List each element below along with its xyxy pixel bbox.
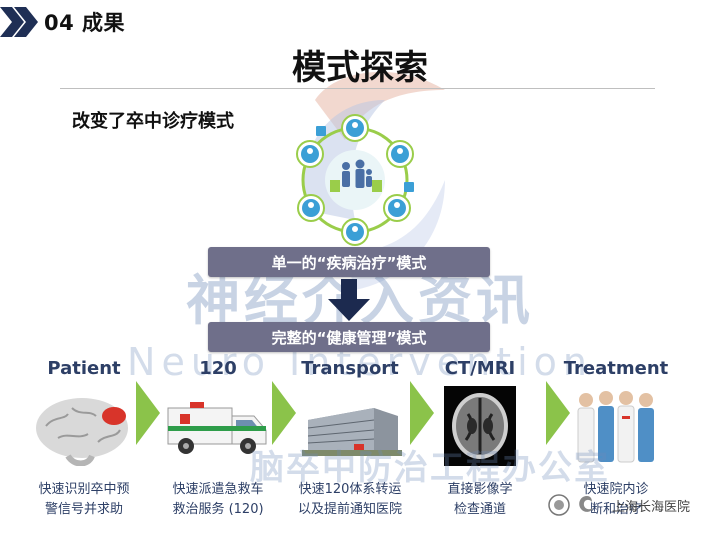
step-title: Treatment xyxy=(563,358,669,379)
old-model-box: 单一的“疾病治疗”模式 xyxy=(208,247,490,277)
step-transport: Transport 快速120体系转运 以及提前通知医院 xyxy=(282,356,418,520)
step-desc-line: 快速派遣急救车 xyxy=(172,482,264,497)
brain-scan-image xyxy=(444,386,516,466)
page-title: 模式探索 xyxy=(292,48,428,88)
step-desc-line: 以及提前通知医院 xyxy=(297,502,402,517)
right-arrow-icon xyxy=(410,381,434,445)
step-description: 直接影像学 检查通道 xyxy=(412,480,548,520)
step-120: 120 快速派遣急救车 救治服务 (120) xyxy=(150,356,286,520)
care-pathway-steps: Patient 快速识别卒中预 警信号并求助 120 快速派遣急救车 救治服务 … xyxy=(0,356,720,517)
step-title: Patient xyxy=(47,358,121,379)
hospital-emblem-icon xyxy=(548,494,570,516)
right-arrow-icon xyxy=(546,381,570,445)
step-patient: Patient 快速识别卒中预 警信号并求助 xyxy=(16,356,152,520)
subheading: 改变了卒中诊疗模式 xyxy=(72,111,234,132)
step-desc-line: 救治服务 (120) xyxy=(172,502,264,517)
swirl-logo-icon xyxy=(579,496,593,512)
double-chevron-icon xyxy=(0,7,38,37)
step-desc-line: 快速识别卒中预 xyxy=(38,482,130,497)
step-title: Transport xyxy=(301,358,399,379)
hospital-building-image xyxy=(302,408,402,456)
title-divider xyxy=(60,88,655,89)
medical-team-image xyxy=(577,391,654,463)
step-description: 快速识别卒中预 警信号并求助 xyxy=(16,480,152,520)
step-description: 快速院内诊 断和治疗 xyxy=(548,480,684,520)
down-arrow-icon xyxy=(328,279,370,321)
step-title: CT/MRI xyxy=(444,358,516,379)
step-treatment: Treatment 快速院内诊 断和治疗 xyxy=(548,356,684,520)
section-header: 04 成果 xyxy=(0,6,125,38)
step-description: 快速派遣急救车 救治服务 (120) xyxy=(150,480,286,520)
care-cycle-diagram xyxy=(296,114,414,246)
step-description: 快速120体系转运 以及提前通知医院 xyxy=(282,480,418,520)
new-model-box: 完整的“健康管理”模式 xyxy=(208,322,490,352)
footer: 上海长海医院 xyxy=(548,494,690,516)
right-arrow-icon xyxy=(136,381,160,445)
watermark-office: 脑卒中防治工程办公室 xyxy=(250,448,610,488)
step-desc-line: 断和治疗 xyxy=(589,502,642,517)
step-title: 120 xyxy=(199,358,237,379)
ambulance-image xyxy=(167,402,267,454)
step-ct-mri: CT/MRI 直接影像学 检查通道 xyxy=(412,356,548,520)
step-desc-line: 警信号并求助 xyxy=(44,502,123,517)
brain-image xyxy=(36,398,128,466)
section-label: 04 成果 xyxy=(44,11,126,35)
step-desc-line: 检查通道 xyxy=(453,502,506,517)
step-desc-line: 快速院内诊 xyxy=(583,482,649,497)
right-arrow-icon xyxy=(272,381,296,445)
step-desc-line: 直接影像学 xyxy=(447,482,513,497)
step-desc-line: 快速120体系转运 xyxy=(298,482,402,497)
hospital-name: 上海长海医院 xyxy=(611,499,690,515)
